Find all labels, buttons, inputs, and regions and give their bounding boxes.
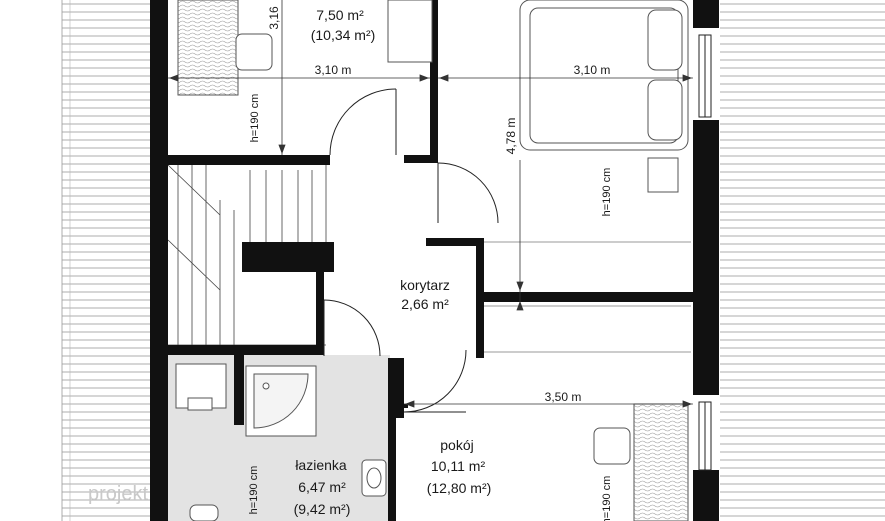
corridor-name: korytarz	[400, 277, 450, 293]
furniture	[175, 0, 689, 521]
height-note-top-left: h=190 cm	[249, 94, 261, 143]
walls	[150, 0, 719, 521]
roof-slope-left	[61, 0, 150, 521]
height-note-bottom-right: h=190 cm	[601, 476, 613, 521]
dim-top-right-width: 3,10 m	[574, 63, 611, 77]
bathroom-gross-area: (9,42 m²)	[294, 501, 351, 517]
dim-top-left-width: 3,10 m	[315, 63, 352, 77]
bathroom-name: łazienka	[295, 457, 347, 473]
height-note-bathroom: h=190 cm	[248, 466, 260, 515]
corridor-area: 2,66 m²	[401, 296, 449, 312]
height-note-top-right: h=190 cm	[601, 168, 613, 217]
dim-right-depth: 4,78 m	[504, 118, 518, 155]
dim-bottom-right-width: 3,50 m	[545, 390, 582, 404]
top-left-room-area: 7,50 m²	[316, 7, 364, 23]
bottom-right-room-name: pokój	[440, 437, 473, 453]
bathroom-area: 6,47 m²	[298, 479, 346, 495]
windows	[698, 34, 712, 471]
bottom-right-room-area: 10,11 m²	[431, 458, 486, 474]
dim-top-left-height: 3,16	[267, 6, 281, 30]
doors	[323, 88, 499, 413]
bottom-right-room-gross-area: (12,80 m²)	[427, 480, 492, 496]
watermark: projekt	[88, 483, 148, 505]
top-left-room-gross-area: (10,34 m²)	[311, 27, 376, 43]
dimension-lines	[168, 0, 693, 408]
roof-slope-right	[720, 0, 885, 521]
